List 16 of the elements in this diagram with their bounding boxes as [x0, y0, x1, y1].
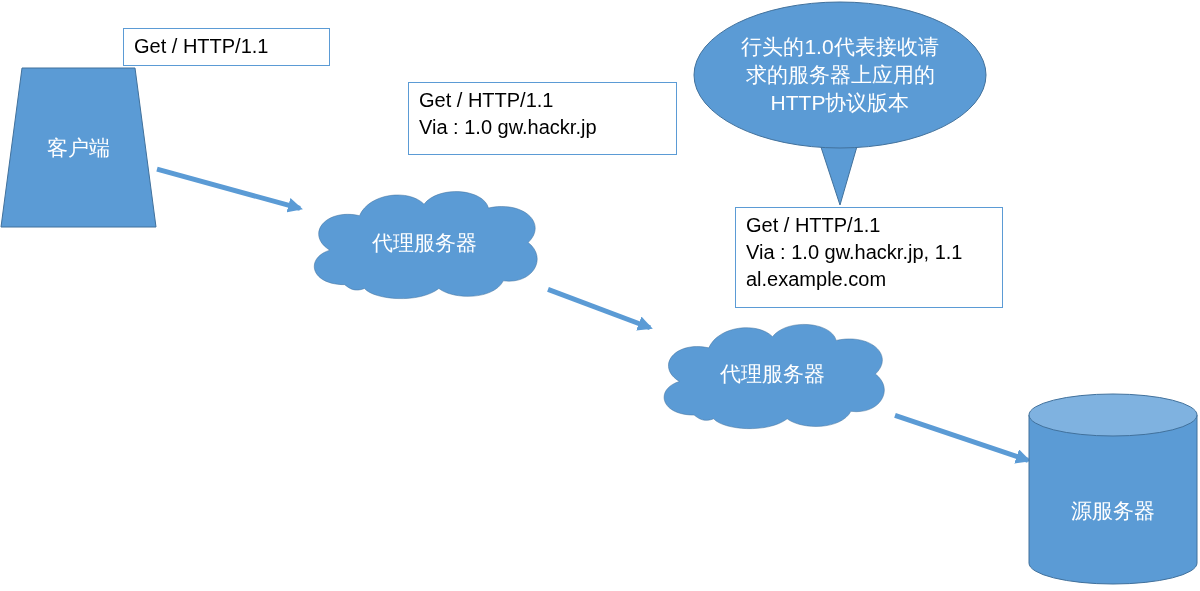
arrow: [894, 413, 1031, 464]
arrow: [547, 286, 653, 331]
message-text: Get / HTTP/1.1: [134, 34, 270, 59]
shape-label: 代理服务器: [371, 229, 477, 256]
message-text: Get / HTTP/1.1: [419, 88, 555, 113]
shape-label: 源服务器: [1071, 498, 1155, 524]
message-text: Via : 1.0 gw.hackr.jp, 1.1 al.example.com: [746, 240, 964, 292]
shape-label: 代理服务器: [720, 361, 825, 387]
message-text: Get / HTTP/1.1: [746, 213, 882, 238]
message-box: [735, 207, 1003, 308]
message-text: Via : 1.0 gw.hackr.jp: [419, 115, 598, 140]
message-box: [123, 28, 330, 66]
message-box: [408, 82, 677, 155]
shape-label: 行头的1.0代表接收请求的服务器上应用的HTTP协议版本: [740, 34, 940, 116]
arrow: [156, 166, 303, 213]
shape-label: 客户端: [47, 134, 110, 161]
